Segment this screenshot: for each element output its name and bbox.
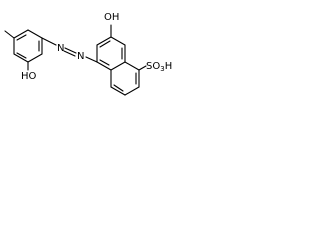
sulfonic-so-text: SO bbox=[146, 61, 160, 72]
double-bond bbox=[16, 34, 27, 41]
structure-svg: OH HO N N SO3H bbox=[4, 12, 172, 96]
bond bbox=[110, 36, 126, 46]
naphthol-oh-label: OH bbox=[104, 12, 119, 23]
methyl-bond bbox=[4, 30, 15, 39]
azo-naphthalene-bond bbox=[85, 56, 98, 63]
double-bond bbox=[99, 59, 110, 66]
bond bbox=[27, 29, 43, 39]
bond bbox=[13, 29, 29, 39]
bond bbox=[110, 61, 126, 71]
chemical-structure-figure: OH HO N N SO3H bbox=[0, 0, 173, 114]
sulfonic-acid-label: SO3H bbox=[146, 61, 172, 73]
sulfonic-subscript: 3 bbox=[160, 65, 164, 73]
bond bbox=[124, 86, 140, 96]
benzene-ring bbox=[13, 29, 43, 63]
bond bbox=[96, 36, 112, 46]
sulfonic-h-text: H bbox=[165, 61, 173, 72]
double-bond bbox=[113, 84, 124, 92]
bond bbox=[27, 53, 43, 63]
azo-double-bond bbox=[64, 47, 77, 54]
sulfonic-bond bbox=[138, 65, 147, 71]
ring-azo-bond bbox=[41, 37, 57, 46]
naphthalene-ring-bottom bbox=[110, 61, 140, 96]
bond bbox=[13, 53, 29, 63]
azo-n1-label: N bbox=[57, 43, 64, 54]
sulfonic-label: SO3H bbox=[146, 61, 172, 73]
azo-n2-label: N bbox=[77, 51, 84, 62]
double-bond bbox=[16, 52, 27, 59]
bond bbox=[124, 61, 140, 71]
double-bond bbox=[99, 40, 111, 48]
bond bbox=[110, 86, 126, 96]
naphthalene-ring-top bbox=[96, 36, 126, 71]
azo-double-bond bbox=[63, 50, 76, 57]
phenol-oh-label: HO bbox=[21, 71, 37, 82]
bond bbox=[96, 61, 112, 71]
